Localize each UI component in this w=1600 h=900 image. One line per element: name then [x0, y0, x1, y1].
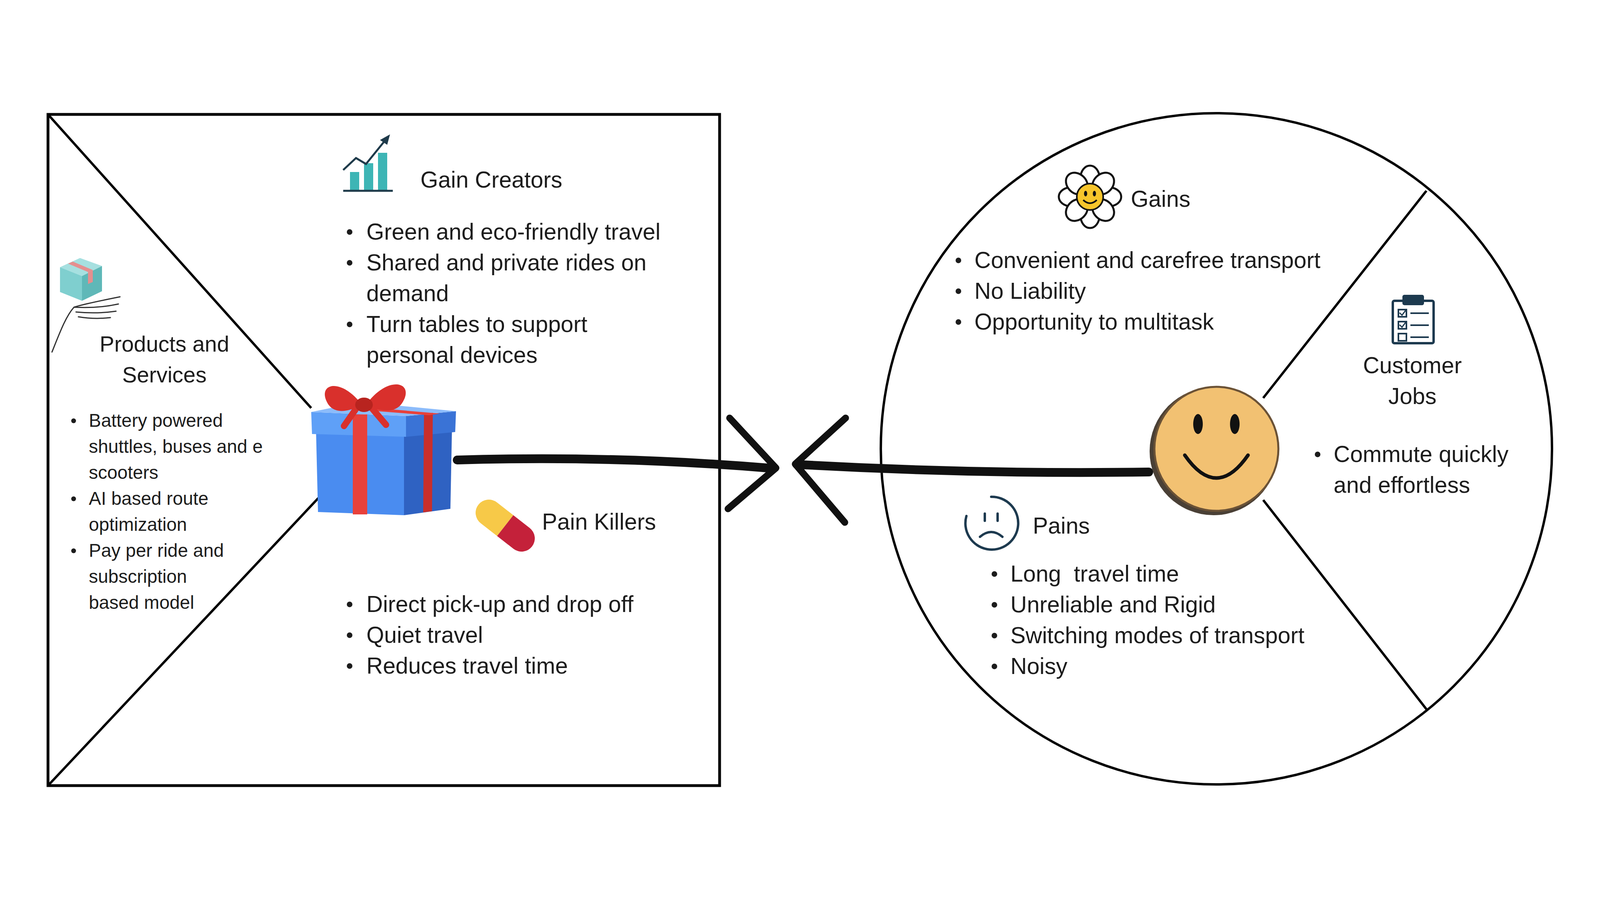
value-map-square — [48, 114, 720, 786]
fit-arrows — [457, 418, 1149, 523]
bullet-dot — [346, 229, 353, 235]
bullet-dot — [346, 601, 353, 608]
bullet-item: Direct pick-up and drop off — [366, 588, 634, 620]
bullet-dot — [71, 548, 76, 554]
pill-icon — [470, 494, 541, 558]
bullet-dot — [955, 257, 962, 264]
canvas-section: PainsLong travel timeUnreliable and Rigi… — [988, 508, 1348, 685]
bullet-item: Commute quickly and effortless — [1333, 438, 1526, 501]
bullet-item: Opportunity to multitask — [974, 306, 1214, 338]
bullet-dot — [71, 418, 76, 424]
divider-line — [1263, 500, 1427, 710]
canvas-section: Customer JobsCommute quickly and effortl… — [1320, 344, 1544, 504]
bullet-item: Noisy — [1010, 650, 1068, 682]
divider-line — [48, 498, 319, 786]
bullet-dot — [71, 496, 76, 502]
bullet-dot — [955, 319, 962, 325]
gift-icon — [311, 384, 456, 516]
divider-line — [48, 114, 312, 408]
bullet-dot — [346, 260, 353, 266]
bullet-dot — [991, 602, 998, 608]
canvas-section: Products and ServicesBattery powered shu… — [56, 320, 344, 619]
clipboard-icon — [1392, 295, 1434, 344]
customer-profile-circle — [880, 113, 1552, 785]
sad-face-icon — [965, 496, 1019, 550]
chart-icon — [343, 134, 393, 191]
bullet-dot — [346, 321, 353, 328]
bullet-item: Convenient and carefree transport — [974, 244, 1321, 276]
section-heading: Customer Jobs — [1352, 350, 1473, 412]
bullet-item: Switching modes of transport — [1010, 620, 1305, 651]
flower-icon — [1058, 165, 1122, 228]
bullet-item: Quiet travel — [366, 619, 483, 651]
section-heading: Pain Killers — [542, 506, 656, 538]
bullet-item: Long travel time — [1010, 558, 1179, 590]
bullet-dot — [1314, 451, 1321, 458]
bullet-dot — [346, 632, 353, 638]
section-heading: Gain Creators — [420, 164, 563, 196]
section-heading: Products and Services — [84, 328, 245, 391]
section-heading: Pains — [1032, 510, 1090, 542]
bullet-item: No Liability — [974, 275, 1086, 307]
smiley-customer — [1149, 386, 1279, 516]
bullet-dot — [346, 663, 353, 669]
canvas-section: GainsConvenient and carefree transportNo… — [952, 176, 1392, 341]
canvas-section: Gain CreatorsGreen and eco-friendly trav… — [344, 160, 716, 374]
bullet-dot — [955, 288, 962, 294]
bullet-item: Unreliable and Rigid — [1010, 589, 1216, 620]
bullet-dot — [991, 663, 998, 670]
bullet-item: AI based route optimization — [88, 485, 280, 538]
bullet-item: Turn tables to support personal devices — [366, 308, 623, 371]
bullet-dot — [991, 632, 998, 639]
bullet-item: Battery powered shuttles, buses and e sc… — [88, 407, 280, 486]
bullet-item: Reduces travel time — [366, 650, 568, 682]
section-heading: Gains — [1130, 183, 1191, 215]
bullet-item: Shared and private rides on demand — [366, 247, 687, 309]
bullet-item: Pay per ride and subscription based mode… — [88, 537, 237, 616]
bullet-item: Green and eco-friendly travel — [366, 216, 661, 248]
canvas-section: Pain KillersDirect pick-up and drop offQ… — [344, 496, 716, 685]
bullet-dot — [991, 571, 998, 577]
